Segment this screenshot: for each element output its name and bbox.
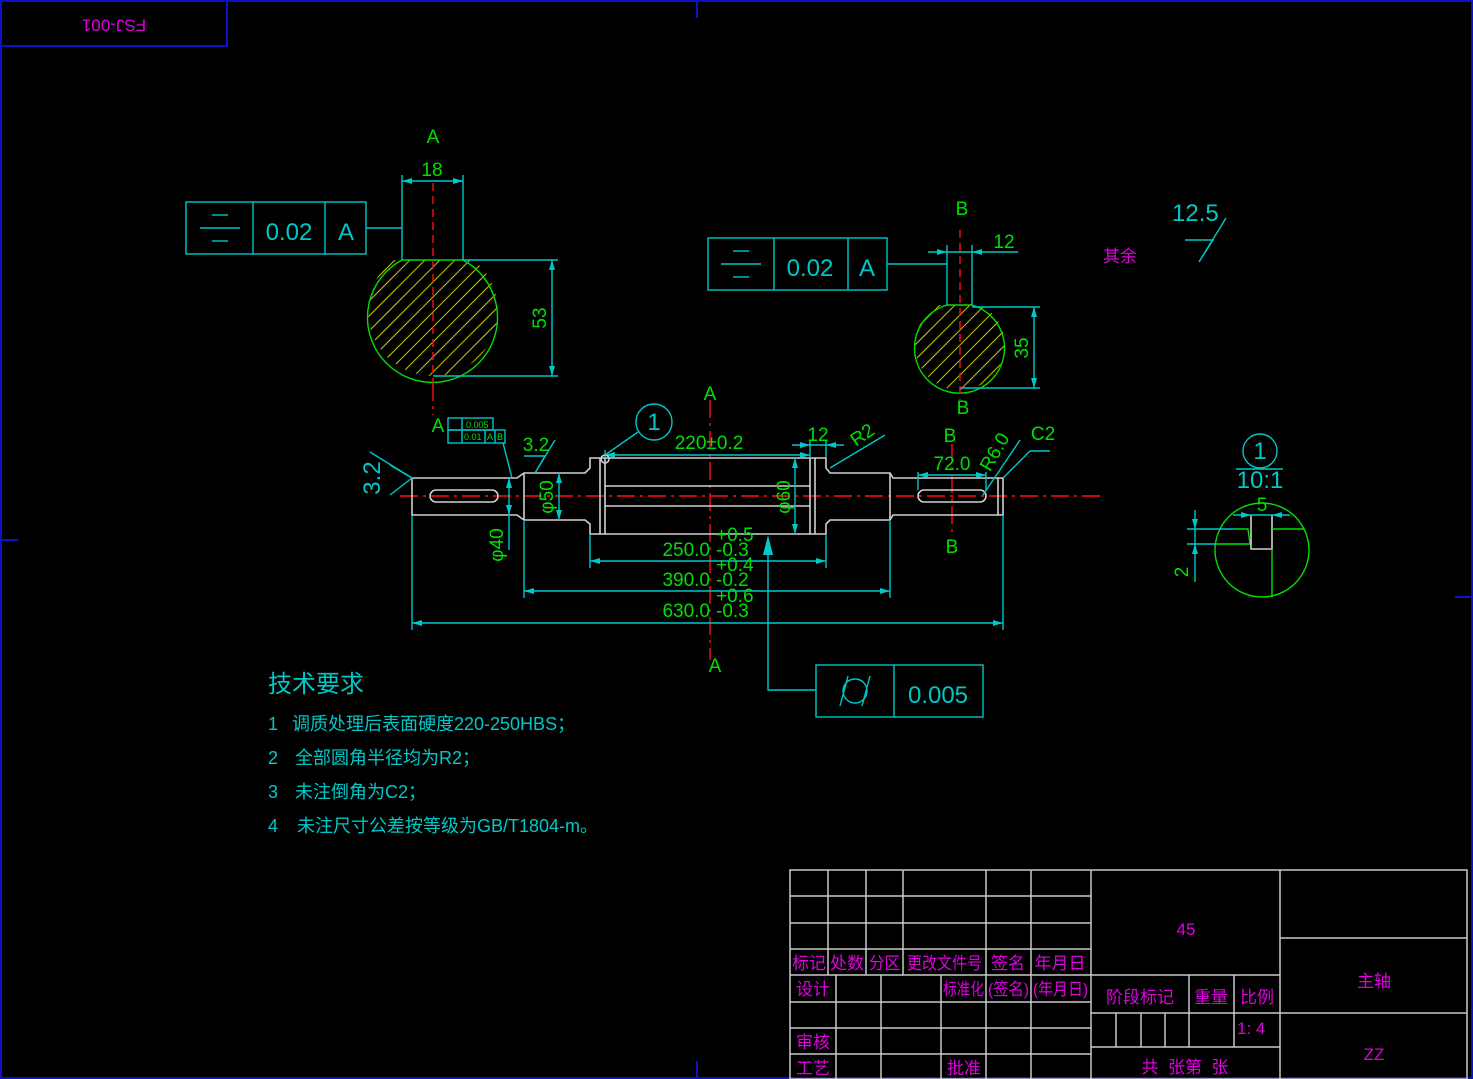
dia-50: φ50: [537, 480, 558, 513]
tech-item-text: 未注尺寸公差按等级为GB/T1804-m。: [297, 816, 598, 836]
keyway-left: [429, 489, 499, 503]
tb-date: (年月日): [1033, 980, 1088, 999]
tb-design: 设计: [796, 980, 830, 999]
tb-part-name: 主轴: [1357, 972, 1391, 991]
dim-220: 220±0.2: [675, 433, 744, 454]
section-a-label: A: [427, 127, 440, 148]
dim-250-nominal: 250.0: [662, 540, 710, 561]
tb-sheets: 共 张第 张: [1142, 1058, 1229, 1077]
dim-72: 72.0: [934, 454, 971, 475]
detail-depth: 2: [1172, 567, 1193, 578]
runout-value: 0.005: [908, 682, 968, 709]
dim-250-upper: +0.5: [716, 525, 754, 546]
section-a-depth: 53: [530, 307, 551, 328]
dim-250-lower: -0.3: [716, 540, 749, 561]
tech-item-text: 全部圆角半径均为R2；: [295, 748, 480, 768]
hatch-b: [915, 305, 1005, 390]
detail-id: 1: [1253, 438, 1266, 465]
main-section-mark-a-bottom: A: [709, 656, 722, 677]
detail-width: 5: [1257, 495, 1268, 516]
dim-630-upper: +0.6: [716, 586, 754, 607]
detail-scale: 10:1: [1237, 467, 1284, 494]
tb-standard: 标准化: [943, 980, 984, 999]
tb-header-count: 处数: [830, 954, 864, 973]
dim-390-upper: +0.4: [716, 555, 754, 576]
dim-630-lower: -0.3: [716, 601, 749, 622]
dim-250: 250.0 +0.5 -0.3: [662, 525, 753, 561]
tech-item: 2 全部圆角半径均为R2；: [268, 748, 480, 768]
dia-60: φ60: [774, 480, 795, 513]
shaft-main-view: [369, 383, 1100, 718]
tech-item: 4 未注尺寸公差按等级为GB/T1804-m。: [268, 816, 598, 836]
roughness-left-value: 3.2: [359, 461, 386, 494]
section-b-tol-datum: A: [859, 255, 875, 282]
tb-stage-mark: 阶段标记: [1106, 988, 1174, 1007]
roughness-icon: [1185, 217, 1227, 263]
section-a-tol-datum: A: [338, 219, 354, 246]
section-a-keywidth: 18: [421, 160, 442, 181]
tb-material: 45: [1177, 920, 1196, 939]
tech-item-num: 4: [268, 816, 278, 836]
tech-item: 1 调质处理后表面硬度220-250HBS；: [268, 714, 575, 734]
section-b-label: B: [956, 199, 969, 220]
main-section-mark-b-mid: B: [944, 426, 957, 447]
tb-header-zone: 分区: [869, 954, 900, 973]
tb-scale-label: 比例: [1240, 988, 1274, 1007]
section-b-tol-value: 0.02: [787, 255, 834, 282]
dim-c2: C2: [1031, 424, 1055, 445]
drawing-number: FSJ-001: [82, 16, 146, 35]
main-section-mark-a-left: A: [432, 416, 445, 437]
roughness-other-value: 12.5: [1172, 200, 1219, 227]
dia-40: φ40: [487, 528, 508, 561]
cylindricity-icon: [839, 675, 871, 707]
fcf-small-datum1: A: [487, 432, 493, 442]
fcf-small-datum2: B: [497, 432, 503, 442]
tb-process: 工艺: [796, 1059, 830, 1078]
symmetry-icon: [200, 214, 240, 242]
tb-header-date: 年月日: [1035, 954, 1086, 973]
symmetry-icon: [721, 250, 761, 278]
fcf-small-row2: 0.01: [464, 432, 482, 442]
tb-sign: (签名): [988, 980, 1029, 999]
tb-header-doc: 更改文件号: [907, 954, 982, 973]
main-section-mark-a-top: A: [704, 384, 717, 405]
section-a-tol-value: 0.02: [266, 219, 313, 246]
section-b-keywidth: 12: [993, 232, 1014, 253]
detail-view: [1187, 433, 1310, 598]
dim-390: 390.0 +0.4 -0.2: [662, 555, 753, 591]
tb-scale-value: 1: 4: [1237, 1019, 1265, 1038]
dim-12: 12: [807, 425, 828, 446]
tb-header-sign: 签名: [991, 954, 1025, 973]
title-block: [789, 869, 1468, 1079]
section-b-depth: 35: [1012, 337, 1033, 358]
tb-approve: 批准: [947, 1059, 981, 1078]
dim-390-lower: -0.2: [716, 570, 749, 591]
detail-callout: 1: [647, 409, 660, 436]
dim-r2: R2: [847, 420, 879, 451]
tech-item: 3 未注倒角为C2；: [268, 782, 426, 802]
roughness-other-label: 其余: [1103, 247, 1137, 266]
tb-review: 审核: [796, 1033, 830, 1052]
section-b-view: [707, 230, 1040, 400]
roughness-journal-value: 3.2: [523, 435, 549, 456]
tech-item-num: 1: [268, 714, 278, 734]
fcf-small-row1: 0.005: [466, 420, 489, 430]
tb-header-mark: 标记: [792, 954, 826, 973]
tech-item-num: 2: [268, 748, 278, 768]
dim-630: 630.0 +0.6 -0.3: [662, 586, 753, 622]
tech-item-text: 调质处理后表面硬度220-250HBS；: [292, 714, 575, 734]
dim-390-nominal: 390.0: [662, 570, 710, 591]
tb-code: ZZ: [1364, 1045, 1385, 1064]
section-a-view: [185, 175, 558, 388]
tech-item-text: 未注倒角为C2；: [295, 782, 426, 802]
keyway-right: [917, 489, 987, 503]
tech-title: 技术要求: [268, 671, 364, 698]
main-section-mark-b-top: B: [957, 398, 970, 419]
tech-item-num: 3: [268, 782, 278, 802]
dim-r6: R6.0: [976, 430, 1014, 475]
dim-630-nominal: 630.0: [662, 601, 710, 622]
main-section-mark-b-bottom: B: [946, 537, 959, 558]
tb-weight: 重量: [1194, 988, 1228, 1007]
